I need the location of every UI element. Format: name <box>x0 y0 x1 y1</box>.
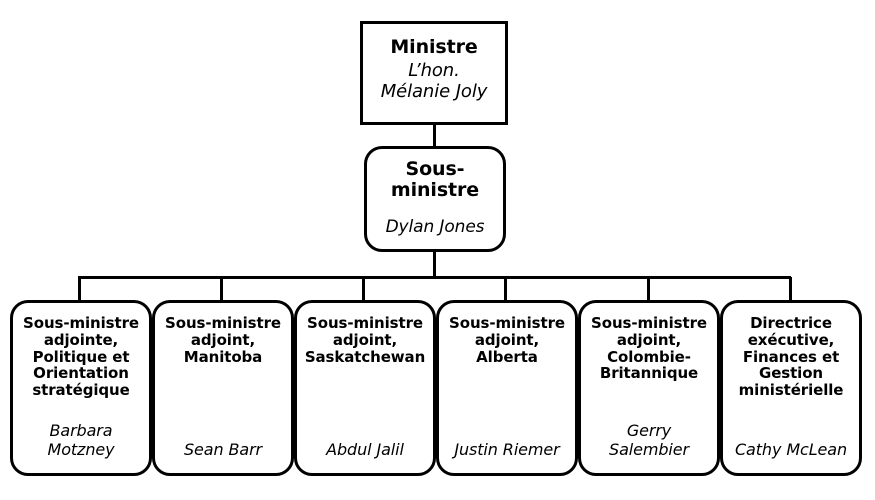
node-report-5: Directrice exécutive, Finances et Gestio… <box>720 300 862 476</box>
node-report-3-title: Sous-ministre adjoint, Alberta <box>449 314 565 366</box>
node-report-0: Sous-ministre adjointe, Politique et Ori… <box>10 300 152 476</box>
node-report-2: Sous-ministre adjoint, Saskatchewan Abdu… <box>294 300 436 476</box>
node-report-1-person: Sean Barr <box>183 439 263 459</box>
node-report-4: Sous-ministre adjoint, Colombie-Britanni… <box>578 300 720 476</box>
node-report-2-person: Abdul Jalil <box>326 439 404 459</box>
node-report-4-person: Gerry Salembier <box>609 421 689 459</box>
node-deputy-minister-title-line2: ministre <box>390 179 480 202</box>
node-minister: Ministre L’hon. Mélanie Joly <box>360 21 508 125</box>
node-report-1-title: Sous-ministre adjoint, Manitoba <box>165 314 281 366</box>
node-minister-person: L’hon. Mélanie Joly <box>381 61 488 102</box>
node-minister-person-line2: Mélanie Joly <box>380 80 488 102</box>
node-report-0-person: Barbara Motzney <box>47 421 115 459</box>
node-report-3: Sous-ministre adjoint, Alberta Justin Ri… <box>436 300 578 476</box>
node-report-1: Sous-ministre adjoint, Manitoba Sean Bar… <box>152 300 294 476</box>
node-report-3-person: Justin Riemer <box>454 439 560 459</box>
node-report-5-title: Directrice exécutive, Finances et Gestio… <box>738 314 844 400</box>
node-deputy-minister-person: Dylan Jones <box>385 216 485 237</box>
node-deputy-minister-title-line1: Sous- <box>405 158 465 180</box>
node-minister-title: Ministre <box>390 36 478 58</box>
node-deputy-minister-title: Sous- ministre <box>390 158 480 202</box>
node-report-4-title: Sous-ministre adjoint, Colombie-Britanni… <box>591 314 707 383</box>
node-deputy-minister: Sous- ministre Dylan Jones <box>364 146 506 252</box>
node-report-5-person: Cathy McLean <box>734 439 848 459</box>
node-report-2-title: Sous-ministre adjoint, Saskatchewan <box>304 314 426 366</box>
node-minister-person-line1: L’hon. <box>408 60 460 82</box>
node-report-0-title: Sous-ministre adjointe, Politique et Ori… <box>23 314 139 400</box>
